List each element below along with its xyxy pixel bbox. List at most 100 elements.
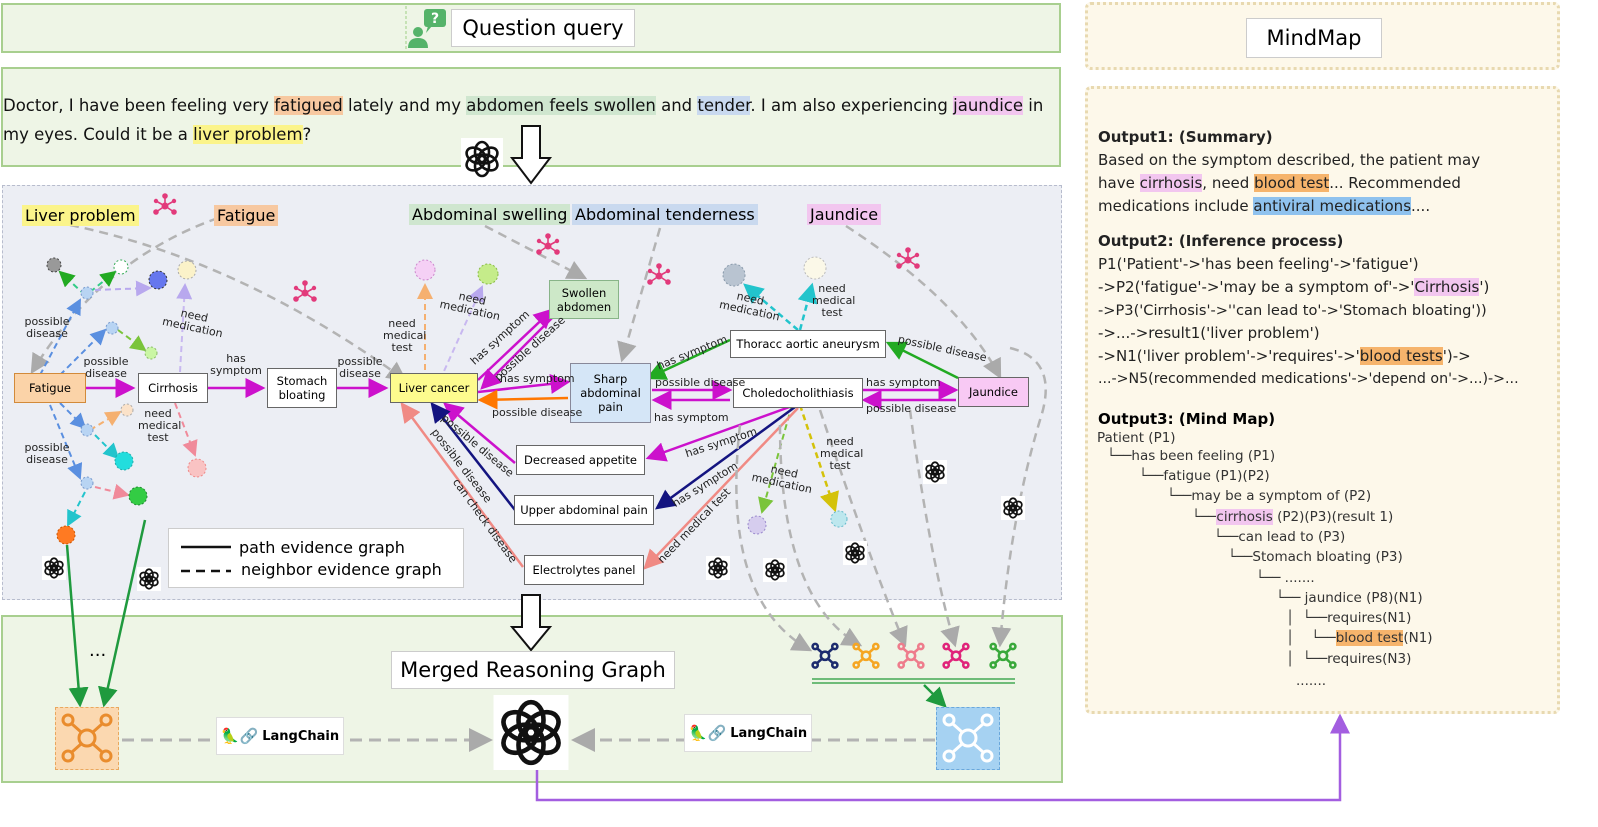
edge-label: need medical test xyxy=(138,407,182,444)
node-sharp-abdominal-pain: Sharp abdominal pain xyxy=(570,363,651,423)
graph-network-icon xyxy=(942,713,994,763)
parrot-chain-icon: 🦜🔗 xyxy=(220,727,259,745)
output-text: ') xyxy=(1479,278,1490,296)
subgraph-box-orange xyxy=(55,707,119,770)
legend-dashed-line xyxy=(181,569,231,573)
openai-logo-icon xyxy=(1001,496,1025,520)
openai-logo-icon xyxy=(706,556,730,580)
node-liver-cancer: Liver cancer xyxy=(390,373,478,403)
highlight-liver-problem: liver problem xyxy=(193,125,303,144)
merged-reasoning-graph-title: Merged Reasoning Graph xyxy=(391,651,675,689)
graph-network-icon-green xyxy=(989,642,1017,669)
legend-path-label: path evidence graph xyxy=(239,538,405,557)
entity-abdominal-tenderness: Abdominal tenderness xyxy=(572,204,758,225)
highlight-blood-test: blood test xyxy=(1335,630,1404,646)
legend-neighbor-label: neighbor evidence graph xyxy=(241,560,442,579)
edge-label: has symptom xyxy=(500,372,575,385)
tree-branch: └── xyxy=(1192,509,1217,525)
entity-jaundice: Jaundice xyxy=(807,204,882,225)
output-text: ->P2('fatigue'->'may be a symptom of'->' xyxy=(1098,278,1415,296)
graph-network-icon-pink xyxy=(897,642,925,669)
tree-line: Patient (P1) xyxy=(1097,430,1176,446)
svg-text:?: ? xyxy=(431,11,439,27)
tree-line: └── jaundice (P8)(N1) xyxy=(1276,590,1423,606)
node-stomach-bloating: Stomach bloating xyxy=(267,368,337,408)
output1-line1: Based on the symptom described, the pati… xyxy=(1098,151,1481,169)
question-part: in my eyes. Could it be a xyxy=(3,96,1044,144)
graph-network-icon-magenta xyxy=(942,642,970,669)
node-cirrhosis: Cirrhosis xyxy=(138,373,208,403)
highlight-cirrhosis: cirrhosis xyxy=(1139,174,1203,192)
output2-line5: ->N1('liver problem'->'requires'->'blood… xyxy=(1098,345,1560,368)
node-thoracc-aortic-aneurysm: Thoracc aortic aneurysm xyxy=(730,330,886,358)
output-text: , need xyxy=(1202,174,1255,192)
openai-logo-icon xyxy=(493,695,569,770)
highlight-antiviral: antiviral medications xyxy=(1253,197,1412,215)
edge-label: has symptom xyxy=(654,411,729,424)
openai-logo-icon xyxy=(42,556,66,580)
output2-line1: P1('Patient'->'has been feeling'->'fatig… xyxy=(1098,255,1419,273)
highlight-fatigued: fatigued xyxy=(274,96,343,115)
openai-logo-icon xyxy=(923,460,947,484)
output-text: ->N1('liver problem'->'requires'->' xyxy=(1098,347,1360,365)
edge-label: need medical test xyxy=(820,435,864,472)
edge-label: possible disease xyxy=(24,441,70,466)
node-decreased-appetite: Decreased appetite xyxy=(516,445,645,475)
question-part: and xyxy=(655,96,698,115)
node-electrolytes-panel: Electrolytes panel xyxy=(524,555,644,585)
langchain-label: LangChain xyxy=(262,728,340,744)
question-part: . I am also experiencing xyxy=(750,96,954,115)
network-icon xyxy=(153,193,177,215)
entity-fatigue: Fatigue xyxy=(214,205,279,226)
edge-label: need medical test xyxy=(383,317,427,354)
network-icon xyxy=(536,233,560,255)
node-fatigue: Fatigue xyxy=(14,373,86,403)
tree-line: │ └──blood test(N1) xyxy=(1286,628,1433,649)
output2-line6: ...->N5(recommended medications'->'depen… xyxy=(1098,371,1519,387)
output3-heading: Output3: (Mind Map) xyxy=(1098,410,1276,428)
tree-branch: (N1) xyxy=(1403,630,1433,646)
edge-label: has symptom xyxy=(210,352,262,377)
highlight-cirrhosis: Cirrhosis xyxy=(1414,278,1480,296)
node-upper-abdominal-pain: Upper abdominal pain xyxy=(514,495,654,525)
tree-line: ....... xyxy=(1296,673,1327,689)
langchain-box-right: 🦜🔗 LangChain xyxy=(684,714,812,752)
output2-line3: ->P3('Cirrhosis'->''can lead to'->'Stoma… xyxy=(1098,302,1487,319)
node-swollen-abdomen: Swollen abdomen xyxy=(549,280,619,319)
edge-label: possible disease xyxy=(492,406,583,419)
highlight-jaundice: jaundice xyxy=(953,96,1024,115)
parrot-chain-icon: 🦜🔗 xyxy=(688,724,727,742)
network-icon xyxy=(896,247,920,269)
graph-network-icon xyxy=(61,713,113,763)
edge-label: possible disease xyxy=(655,376,746,389)
tree-branch: │ └── xyxy=(1286,630,1336,646)
network-icon xyxy=(293,280,317,302)
output1-line3: medications include antiviral medication… xyxy=(1098,195,1556,218)
question-text: Doctor, I have been feeling very fatigue… xyxy=(3,91,1059,149)
highlight-blood-test: blood test xyxy=(1254,174,1330,192)
highlight-blood-tests: blood tests xyxy=(1359,347,1443,365)
edge-label: possible disease xyxy=(24,315,70,340)
tree-line: │ └──requires(N1) xyxy=(1286,610,1412,626)
output2-section: Output2: (Inference process) P1('Patient… xyxy=(1098,230,1560,391)
node-choledocholithiasis: Choledocholithiasis xyxy=(733,378,863,408)
edge-label: need medical test xyxy=(812,282,856,319)
question-part: ? xyxy=(302,125,312,144)
tree-line: └──fatigue (P1)(P2) xyxy=(1139,468,1270,484)
openai-logo-icon xyxy=(843,541,867,565)
node-jaundice: Jaundice xyxy=(958,377,1029,407)
langchain-label: LangChain xyxy=(730,725,808,741)
tree-branch: (P2)(P3)(result 1) xyxy=(1272,509,1394,525)
output1-line2: have cirrhosis, need blood test... Recom… xyxy=(1098,172,1556,195)
openai-logo-icon xyxy=(461,138,503,180)
subgraph-box-blue xyxy=(936,707,1000,770)
edge-label: possible disease xyxy=(866,402,957,415)
entity-liver-problem: Liver problem xyxy=(22,205,139,226)
output2-line4: ->...->result1('liver problem') xyxy=(1098,324,1320,342)
tree-line: │ └──requires(N3) xyxy=(1286,651,1412,667)
output-text: medications include xyxy=(1098,197,1254,215)
edge-label: possible disease xyxy=(337,355,383,380)
output-text: ')-> xyxy=(1442,347,1471,365)
openai-logo-icon xyxy=(137,567,161,591)
